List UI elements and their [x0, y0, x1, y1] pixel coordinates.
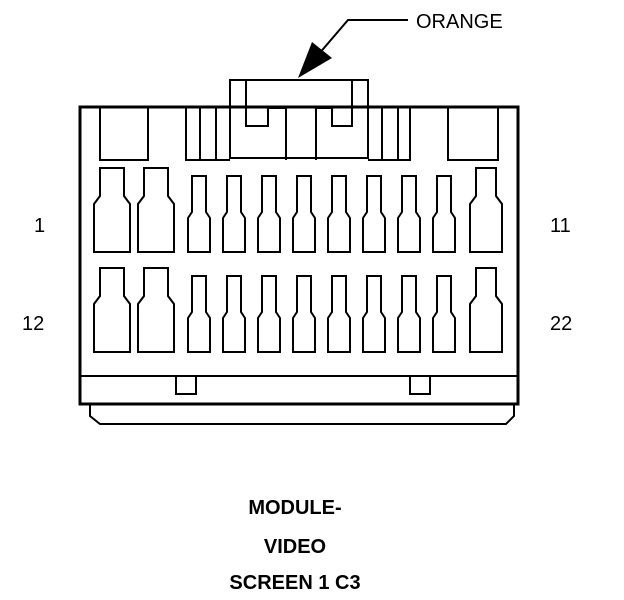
orange-callout: ORANGE	[298, 11, 503, 78]
connector-latch	[229, 79, 369, 160]
caption-line-1: MODULE-	[248, 497, 342, 519]
callout-leader-line	[317, 19, 408, 56]
pin-cavity	[327, 275, 351, 353]
pin-label-1: 1	[34, 215, 45, 237]
pin-label-22: 22	[550, 313, 572, 335]
pin-label-11: 11	[550, 215, 571, 237]
pin-cavity	[187, 275, 211, 353]
callout-arrowhead	[298, 42, 332, 78]
pin-cavity	[257, 275, 281, 353]
connector-body	[78, 105, 520, 425]
pin-cavity	[292, 275, 316, 353]
pin-cavity-large	[469, 167, 503, 253]
pin-cavity	[187, 175, 211, 253]
pin-cavity	[397, 275, 421, 353]
pin-cavity	[222, 275, 246, 353]
caption-line-3: SCREEN 1 C3	[229, 572, 361, 594]
pin-cavity	[362, 275, 386, 353]
pin-cavity	[257, 175, 281, 253]
pin-cavity-large	[469, 267, 503, 353]
pin-cavity	[432, 275, 456, 353]
pin-cavity-large	[137, 267, 175, 353]
pin-cavity	[292, 175, 316, 253]
pin-cavity-group	[93, 167, 503, 353]
pin-cavity	[362, 175, 386, 253]
pin-cavity-large	[137, 167, 175, 253]
pin-cavity-large	[93, 167, 131, 253]
pin-cavity	[327, 175, 351, 253]
pin-cavity	[397, 175, 421, 253]
caption-line-2: VIDEO	[263, 536, 327, 558]
pin-cavity-large	[93, 267, 131, 353]
pin-cavity	[222, 175, 246, 253]
pin-cavity	[432, 175, 456, 253]
pin-label-12: 12	[22, 313, 44, 335]
callout-label: ORANGE	[416, 11, 503, 33]
